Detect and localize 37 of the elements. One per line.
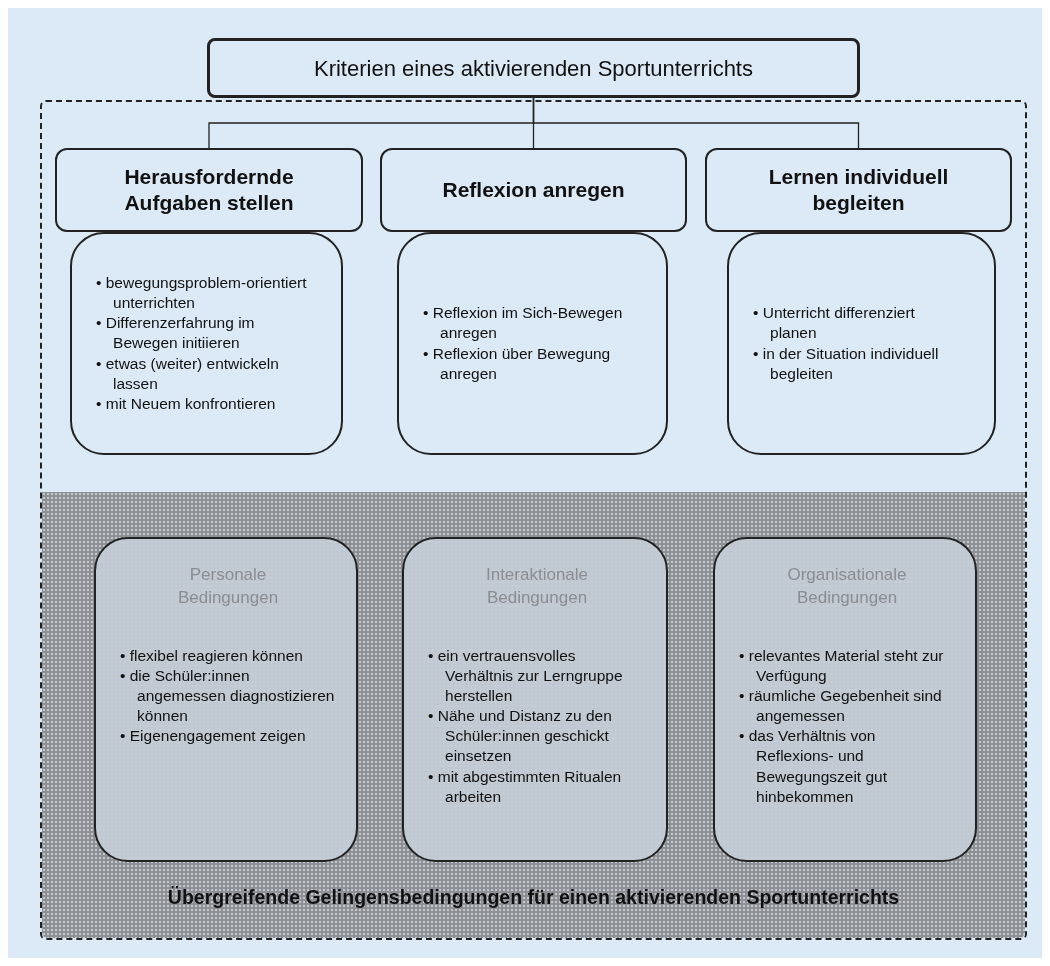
- criterion-header-box: [705, 148, 1012, 232]
- list-item: • flexibel reagieren können: [120, 645, 304, 666]
- list-item: • das Verhältnis von Reflexions- und Bewegungszeit gut hinbekommen: [739, 726, 889, 807]
- connector-line: [532, 97, 860, 149]
- band-title: Übergreifende Gelingensbedingungen für einen aktivierenden Sportunterrichts: [167, 884, 900, 910]
- header-text: Herausfordernde Aufgaben stellen: [123, 163, 295, 216]
- list-item: • räumliche Gegebenheit sind angemessen: [739, 686, 943, 727]
- condition-heading: Organisationale Bedingungen: [786, 564, 908, 610]
- conditions-band: [42, 492, 1025, 938]
- criterion-list-box: [397, 232, 668, 455]
- criterion-header-box: [55, 148, 363, 232]
- criterion-list-box: [727, 232, 996, 455]
- criterion-header-box: [380, 148, 687, 232]
- list-item: • in der Situation individuell begleiten: [753, 343, 940, 384]
- condition-heading: Interaktionale Bedingungen: [484, 564, 590, 610]
- list-item: • Unterricht differenziert planen: [753, 303, 916, 344]
- condition-heading: Personale Bedingungen: [176, 564, 280, 610]
- condition-box: [713, 537, 977, 862]
- header-text: Reflexion anregen: [442, 176, 625, 203]
- list-item: • Eigenengagement zeigen: [120, 726, 307, 747]
- condition-box: [94, 537, 358, 862]
- list-item: • relevantes Material steht zur Verfügung: [739, 645, 945, 686]
- list-item: • Differenzerfahrung im Bewegen initiieren: [96, 313, 256, 354]
- list-item: • Nähe und Distanz zu den Schüler:innen geschickt einsetzen: [428, 706, 613, 767]
- condition-box: [402, 537, 668, 862]
- list-item: • mit Neuem konfrontieren: [96, 393, 277, 414]
- header-text: Lernen individuell begleiten: [767, 163, 950, 216]
- title-text: Kriterien eines aktivierenden Sportunterrichts: [314, 54, 753, 83]
- list-item: • die Schüler:innen angemessen diagnostizieren können: [120, 665, 336, 727]
- criterion-list-box: [70, 232, 343, 455]
- list-item: • Reflexion im Sich-Bewegen anregen: [423, 303, 624, 344]
- list-item: • ein vertrauensvolles Verhältnis zur Lerngruppe herstellen: [428, 645, 624, 707]
- list-item: • mit abgestimmten Ritualen arbeiten: [428, 766, 623, 807]
- list-item: • etwas (weiter) entwickeln lassen: [96, 353, 280, 394]
- list-item: • Reflexion über Bewegung anregen: [423, 343, 612, 384]
- list-item: • bewegungsproblem-orientiert unterrichten: [96, 273, 308, 314]
- title-box: [207, 38, 860, 98]
